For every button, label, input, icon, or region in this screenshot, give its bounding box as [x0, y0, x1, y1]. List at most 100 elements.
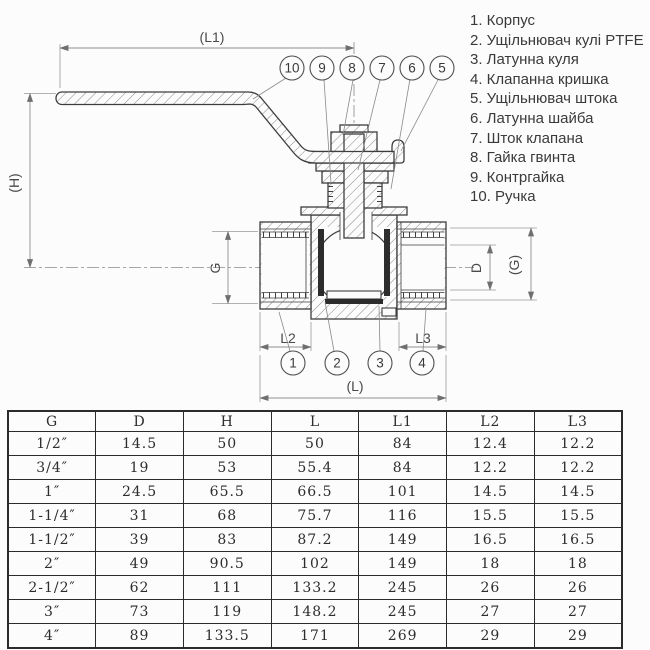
table-cell: 16.5 — [533, 527, 623, 552]
dim-G-left-label: G — [207, 263, 223, 274]
table-cell: 83 — [182, 527, 272, 552]
table-cell: 55.4 — [270, 455, 360, 480]
parts-list-item: 3. Латунна куля — [470, 51, 579, 69]
callout-2: 2 — [324, 350, 350, 376]
table-cell: 50 — [182, 431, 272, 456]
callout-3: 3 — [367, 350, 393, 376]
table-cell: 1-1/2″ — [7, 527, 97, 552]
table-cell: 16.5 — [446, 527, 535, 552]
callout-9-num: 9 — [318, 61, 326, 76]
dims-table-header-cell: G — [7, 410, 97, 432]
table-cell: 14.5 — [446, 479, 535, 504]
parts-list-item: 7. Шток клапана — [470, 129, 584, 147]
table-cell: 49 — [95, 551, 184, 576]
parts-list-item: 6. Латунна шайба — [470, 109, 594, 127]
seat-retainer — [326, 290, 382, 300]
table-cell: 171 — [270, 623, 360, 649]
table-cell: 245 — [358, 599, 448, 624]
table-cell: 3/4″ — [7, 455, 97, 480]
right-port-bore — [401, 232, 445, 298]
callout-leaders — [252, 77, 440, 352]
table-cell: 65.5 — [182, 479, 272, 504]
table-cell: 39 — [95, 527, 184, 552]
dim-H: (H) — [6, 92, 56, 269]
table-cell: 116 — [358, 503, 448, 528]
dims-table-header-cell: D — [95, 410, 184, 432]
table-cell: 12.2 — [533, 431, 623, 456]
table-cell: 29 — [446, 623, 535, 649]
callout-1: 1 — [280, 350, 306, 376]
parts-list-item: 4. Клапанна кришка — [470, 70, 609, 88]
table-cell: 84 — [358, 455, 448, 480]
dim-L2: L2 — [259, 312, 312, 351]
table-cell: 15.5 — [446, 503, 535, 528]
parts-list-item: 9. Контргайка — [470, 168, 565, 186]
callout-10: 10 — [279, 55, 305, 81]
table-cell: 87.2 — [270, 527, 360, 552]
callout-5: 5 — [429, 55, 455, 81]
dim-L-label: (L) — [346, 378, 363, 394]
table-cell: 269 — [358, 623, 448, 649]
table-cell: 66.5 — [270, 479, 360, 504]
dim-L: (L) — [259, 355, 447, 402]
table-cell: 29 — [533, 623, 623, 649]
dims-table-header-cell: H — [182, 410, 272, 432]
ball-seat-right — [384, 229, 390, 296]
table-cell: 18 — [533, 551, 623, 576]
dims-table-header-cell: L1 — [358, 410, 448, 432]
body-bottom-notch — [381, 307, 397, 317]
table-cell: 149 — [358, 527, 448, 552]
table-cell: 12.2 — [533, 455, 623, 480]
table-cell: 14.5 — [95, 431, 184, 456]
table-cell: 89 — [95, 623, 184, 649]
callout-7: 7 — [369, 55, 395, 81]
dim-L3-label: L3 — [415, 330, 431, 346]
seat-retainer-seal — [325, 299, 383, 304]
table-cell: 12.4 — [446, 431, 535, 456]
table-cell: 24.5 — [95, 479, 184, 504]
callout-9: 9 — [309, 55, 335, 81]
handle — [55, 91, 395, 164]
callout-5-num: 5 — [438, 61, 446, 76]
table-cell: 75.7 — [270, 503, 360, 528]
callout-3-num: 3 — [376, 356, 384, 371]
dims-table-header-cell: L3 — [533, 410, 623, 432]
dim-G-left: G — [207, 230, 258, 305]
table-cell: 101 — [358, 479, 448, 504]
callout-8: 8 — [339, 55, 365, 81]
dim-D: D — [450, 244, 496, 291]
table-cell: 111 — [182, 575, 272, 600]
dim-L2-label: L2 — [280, 330, 296, 346]
parts-list-item: 2. Ущільнювач кулі PTFE — [470, 31, 644, 49]
table-cell: 26 — [446, 575, 535, 600]
valve-body — [259, 214, 447, 320]
table-cell: 3″ — [7, 599, 97, 624]
table-cell: 27 — [446, 599, 535, 624]
table-cell: 119 — [182, 599, 272, 624]
table-cell: 15.5 — [533, 503, 623, 528]
table-cell: 50 — [270, 431, 360, 456]
callout-6: 6 — [399, 55, 425, 81]
dim-L1-label: (L1) — [200, 29, 225, 45]
table-cell: 90.5 — [182, 551, 272, 576]
handle-curled-end — [391, 139, 405, 164]
table-cell: 1″ — [7, 479, 97, 504]
valve-section-drawing: (L1) (H) G D (G) — [6, 29, 537, 402]
table-cell: 14.5 — [533, 479, 623, 504]
callout-1-num: 1 — [289, 356, 297, 371]
table-cell: 27 — [533, 599, 623, 624]
table-cell: 2-1/2″ — [7, 575, 97, 600]
table-cell: 73 — [95, 599, 184, 624]
table-cell: 245 — [358, 575, 448, 600]
dims-table-header-cell: L2 — [446, 410, 535, 432]
